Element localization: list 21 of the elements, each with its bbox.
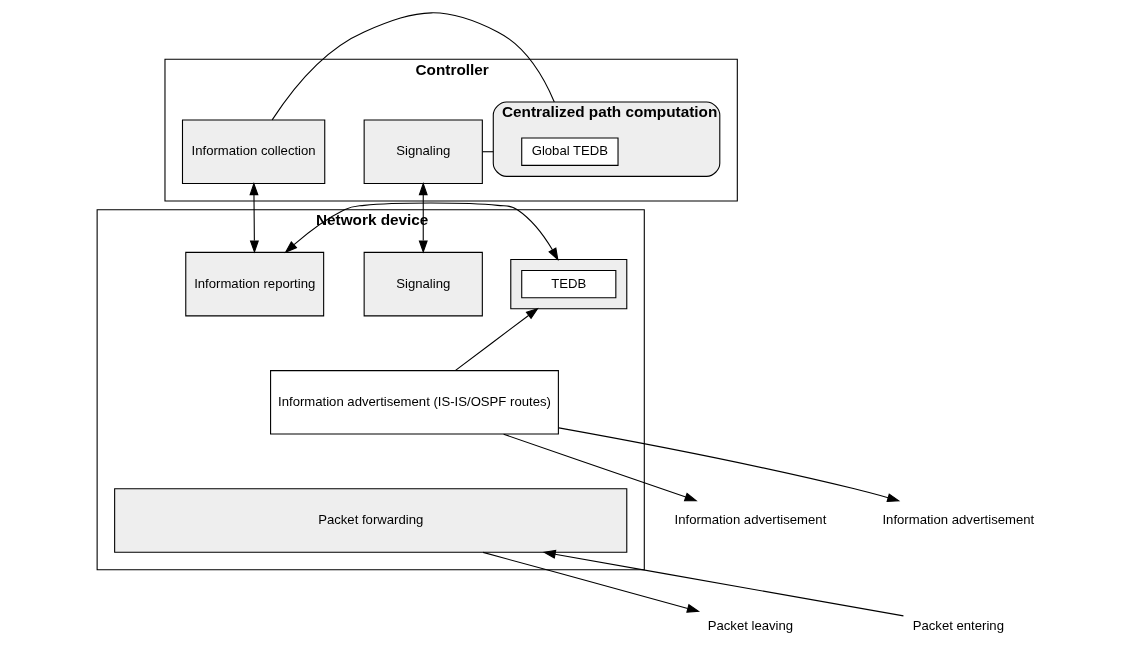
arrow xyxy=(542,549,904,617)
node-text: Packet entering xyxy=(912,618,1004,634)
cluster xyxy=(509,258,627,310)
node-box: TEDB xyxy=(520,269,616,299)
node-box: Signaling xyxy=(363,119,483,184)
node-box: Information collection xyxy=(181,119,325,184)
connector xyxy=(271,12,555,121)
node-box: Information reporting xyxy=(184,251,324,317)
arrow xyxy=(502,433,698,502)
node-text: Information advertisement xyxy=(674,511,826,527)
arrow xyxy=(248,182,259,254)
arrow xyxy=(557,427,900,503)
node-text: Information advertisement xyxy=(881,511,1034,527)
arrow xyxy=(454,307,539,371)
arrow xyxy=(284,202,559,261)
node-box: Information advertisement (IS-IS/OSPF routes) xyxy=(269,370,559,435)
node-box: Signaling xyxy=(363,251,483,317)
node-box: Global TEDB xyxy=(520,137,619,166)
node-text: Packet leaving xyxy=(707,618,793,634)
arrow xyxy=(418,182,428,254)
node-box: Packet forwarding xyxy=(113,488,627,553)
